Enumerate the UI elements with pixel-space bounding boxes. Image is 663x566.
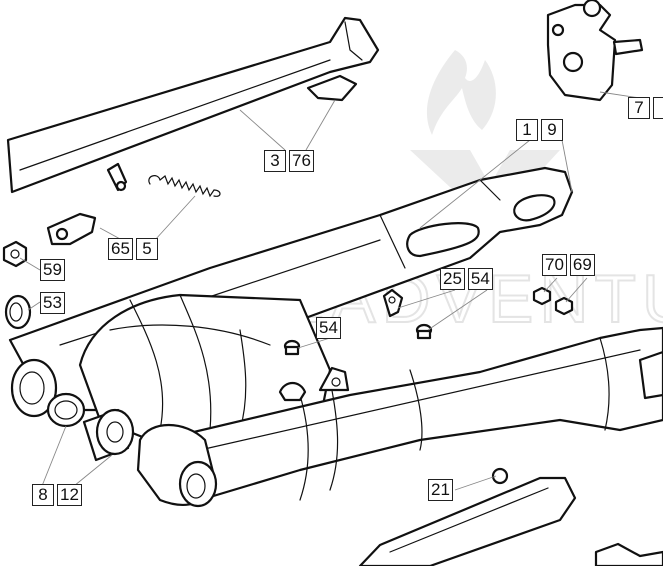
nut-part-59	[2, 240, 28, 268]
callout-70-69: 70 69	[542, 254, 595, 276]
callout-65-5: 65 5	[108, 238, 158, 260]
part-number-label: 5	[135, 238, 158, 260]
chain-slider-part	[358, 467, 663, 566]
stand-bracket-part	[46, 212, 97, 246]
swingarm-part	[8, 166, 663, 508]
part-number-label: 25	[440, 268, 465, 290]
part-number-label: 9	[541, 119, 563, 141]
stand-pad-part	[306, 74, 358, 102]
part-number-label: 1	[516, 119, 538, 141]
callout-25-54: 25 54	[440, 268, 493, 290]
bushing-part-12	[82, 408, 135, 462]
fastener-part-54b	[283, 339, 301, 356]
side-stand-part	[6, 16, 380, 194]
part-number-label: 70	[542, 254, 567, 276]
bushing-part-53	[4, 294, 32, 330]
part-number-label: 54	[467, 268, 493, 290]
part-number-label: 69	[569, 254, 595, 276]
shock-link-part	[546, 0, 644, 102]
part-number-label: 54	[316, 317, 341, 339]
part-number-label-clipped	[653, 97, 663, 119]
callout-8-12: 8 12	[32, 484, 82, 506]
fastener-part-25	[382, 288, 404, 318]
part-number-label: 65	[108, 238, 133, 260]
nut-part-69	[554, 296, 574, 316]
callout-59: 59	[40, 259, 65, 281]
callout-1-9: 1 9	[516, 119, 563, 141]
callout-54: 54	[316, 317, 341, 339]
callout-53: 53	[40, 292, 65, 314]
part-number-label: 7	[628, 97, 650, 119]
fastener-part-54a	[415, 323, 433, 340]
part-number-label: 76	[289, 150, 314, 172]
callout-21: 21	[428, 479, 453, 501]
stand-bolt-part	[106, 162, 128, 192]
nut-part-70	[532, 286, 552, 306]
callout-3-76: 3 76	[264, 150, 314, 172]
part-number-label: 21	[428, 479, 453, 501]
callout-7: 7	[628, 97, 663, 119]
part-number-label: 59	[40, 259, 65, 281]
washer-part-8	[46, 392, 86, 428]
spring-part	[148, 175, 221, 198]
part-number-label: 3	[264, 150, 286, 172]
part-number-label: 12	[57, 484, 82, 506]
part-number-label: 53	[40, 292, 65, 314]
part-number-label: 8	[32, 484, 54, 506]
